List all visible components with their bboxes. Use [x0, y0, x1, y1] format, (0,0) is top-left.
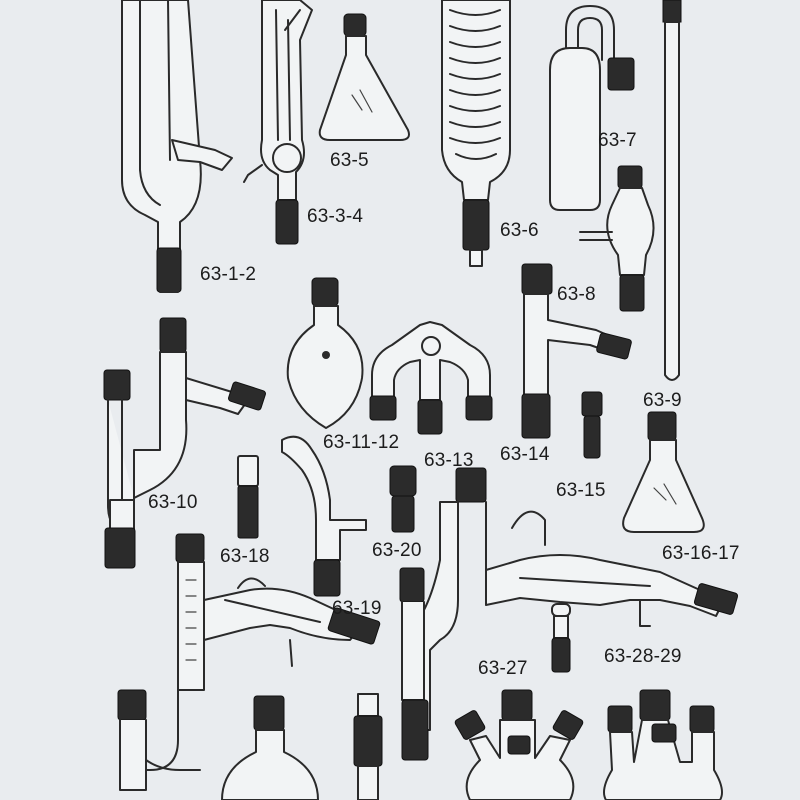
- tube-63-18: [237, 455, 259, 539]
- label-63-5: 63-5: [330, 150, 369, 171]
- thermometer-63-9: [662, 0, 682, 381]
- erlenmeyer-flask-63-5: [318, 13, 410, 141]
- label-63-9: 63-9: [643, 390, 682, 411]
- label-63-28-29: 63-28-29: [604, 646, 682, 667]
- label-63-19: 63-19: [332, 598, 382, 619]
- label-63-11-12: 63-11-12: [323, 432, 400, 453]
- claisen-adapter-63-10: [103, 317, 266, 569]
- label-63-1-2: 63-1-2: [200, 264, 257, 285]
- distillation-head-graduated: [139, 533, 381, 771]
- stopper-63-27: [551, 603, 571, 673]
- tube-63-3-4: [243, 0, 313, 245]
- label-63-6: 63-6: [500, 220, 539, 241]
- label-63-3-4: 63-3-4: [307, 206, 364, 227]
- label-63-20: 63-20: [372, 540, 422, 561]
- multi-adapter-63-13: [369, 321, 493, 435]
- three-neck-flask-bottom: [454, 689, 584, 800]
- adapter-63-14: [521, 263, 632, 439]
- bent-adapter-63-19: [281, 435, 367, 597]
- erlenmeyer-flask-63-16-17: [622, 411, 705, 533]
- label-63-14: 63-14: [500, 444, 550, 465]
- label-63-10: 63-10: [148, 492, 198, 513]
- label-63-13: 63-13: [424, 450, 474, 471]
- bottom-left-adapter: [117, 689, 201, 791]
- label-63-18: 63-18: [220, 546, 270, 567]
- adapter-63-1-2: [121, 0, 233, 293]
- distillation-condenser-head: [399, 467, 739, 761]
- round-bottom-flask-bottom: [221, 695, 319, 800]
- label-63-15: 63-15: [556, 480, 606, 501]
- label-63-27: 63-27: [478, 658, 528, 679]
- drying-tube-63-7: [549, 5, 635, 211]
- dropping-funnel-63-8: [579, 165, 655, 312]
- joint-adapter-63-20: [389, 465, 417, 533]
- stopper-63-15: [581, 391, 603, 459]
- pear-flask-63-11-12: [286, 277, 364, 429]
- coil-condenser-63-6: [441, 0, 511, 267]
- four-neck-flask-bottom: [603, 689, 723, 800]
- tube-bottom-center: [353, 693, 383, 800]
- label-63-16-17: 63-16-17: [662, 543, 740, 564]
- condenser-coil: [449, 9, 501, 160]
- label-63-8: 63-8: [557, 284, 596, 305]
- label-63-7: 63-7: [598, 130, 637, 151]
